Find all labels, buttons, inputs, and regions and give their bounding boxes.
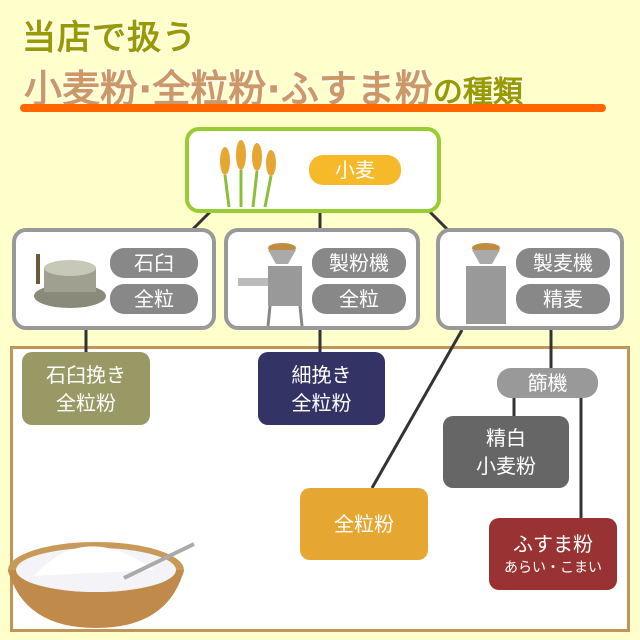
product-line: 細挽き	[291, 362, 352, 387]
product-bran-flour: ふすま粉あらい・こまい	[489, 518, 617, 590]
flour-mill-icon	[238, 243, 304, 327]
product-line: 精白	[486, 426, 526, 450]
polishing-machine-box: 製麦機 精麦	[436, 228, 624, 330]
product-line: 小麦粉	[476, 454, 536, 478]
product-line: 全粒粉	[291, 390, 352, 415]
machine-tag: 製粉機	[312, 248, 406, 278]
product-line: ふすま粉	[513, 532, 593, 556]
product-line: 石臼挽き	[46, 362, 126, 387]
title-line2: 小麦粉·全粒粉·ふすま粉の種類	[24, 58, 523, 113]
wheat-box: 小麦	[185, 127, 441, 213]
polishing-machine-icon	[466, 243, 506, 324]
flour-bowl-icon	[8, 542, 195, 628]
flour-mill-box: 製粉機 全粒	[224, 228, 420, 330]
title-underline	[20, 104, 606, 112]
product-stone-ground-whole-wheat: 石臼挽き全粒粉	[22, 352, 150, 425]
millstone-icon	[34, 254, 106, 308]
product-line: 全粒粉	[334, 512, 394, 536]
product-line: 全粒粉	[56, 390, 116, 415]
machine-tag: 精麦	[516, 284, 610, 314]
title-main: 小麦粉·全粒粉·ふすま粉	[24, 67, 433, 111]
sieve-label: 篩機	[497, 368, 598, 398]
product-white-flour: 精白小麦粉	[443, 416, 569, 488]
machine-tag: 全粒	[312, 284, 406, 314]
machine-tag: 全粒	[110, 284, 198, 314]
machine-tag: 石臼	[110, 248, 198, 278]
title-line1: 当店で扱う	[22, 18, 197, 58]
millstone-box: 石臼 全粒	[12, 228, 216, 330]
wheat-label: 小麦	[309, 155, 401, 185]
machine-tag: 製麦機	[516, 248, 610, 278]
product-subline: あらい・こまい	[504, 560, 602, 576]
product-fine-whole-wheat: 細挽き全粒粉	[258, 352, 385, 425]
wheat-icon	[220, 140, 276, 207]
product-whole-wheat: 全粒粉	[300, 488, 428, 560]
